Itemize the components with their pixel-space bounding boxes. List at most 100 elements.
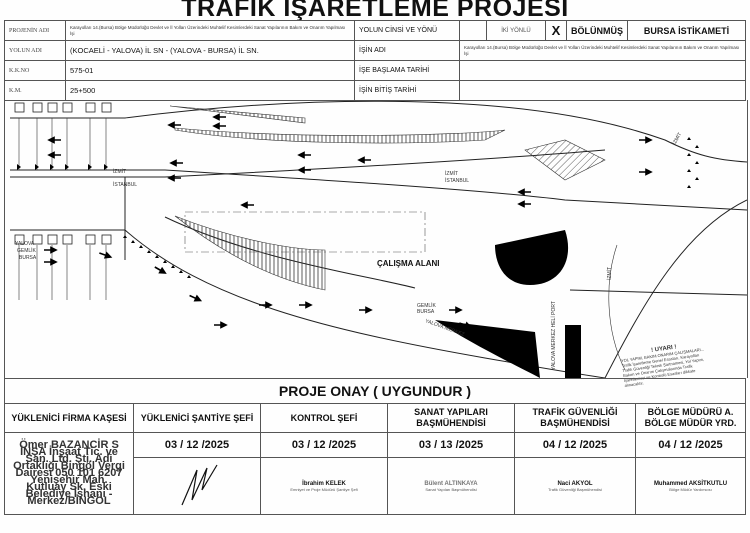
arrow-shape [639,136,653,144]
signature-regional-director: Muhammed AKSİTKUTLU Bölge Müdür Yardımcı… [635,457,746,515]
arrow-shape [517,200,531,208]
cone-icon [147,250,151,253]
road-name: (KOCAELİ - YALOVA) İL SN - (YALOVA - BUR… [65,40,355,61]
arrow-shape [167,121,181,129]
direction-arrow-icon [212,122,226,130]
header-contractor-stamp: YÜKLENİCİ FİRMA KAŞESİ [4,403,134,433]
date-1: 03 / 12 /2025 [133,432,261,458]
hatched-gore-right [524,139,606,181]
island-area [435,320,540,378]
label-yalova: YALOVA [15,241,35,247]
direction-arrow-icon [44,246,58,254]
cone-icon [687,137,691,140]
flag-marker-icon [65,164,69,170]
hatched-taper-bottom [174,215,326,291]
direction-arrow-icon [297,151,311,159]
closed-gore-area [495,230,569,285]
approval-title: PROJE ONAY ( UYGUNDUR ) [4,378,746,404]
flag-marker-icon [35,164,39,170]
direction-arrow-icon [299,301,313,309]
direction-arrow-icon [357,156,371,164]
arrow-shape [47,151,61,159]
label-gemlik: GEMLİK [17,247,37,254]
project-name: Karayolları 14.(Bursa) Bölge Müdürlüğü D… [65,20,355,41]
road-name-label: YOLUN ADI [4,40,66,61]
arrow-shape [212,122,226,130]
traffic-sign-columns [14,102,112,300]
sign-icon [62,234,73,245]
sign-icon [85,102,96,113]
divided-option: BÖLÜNMÜŞ [566,20,628,41]
direction-arrow-icon [214,321,228,329]
cone-icon [123,235,127,238]
label-izmit-2: İZMİT [445,170,458,177]
direction-arrow-icon [154,266,167,274]
work-name-label: İŞİN ADI [354,40,460,61]
arrow-shape [517,188,531,196]
arrow-shape [44,246,58,254]
arrow-shape [357,156,371,164]
direction-arrow-icon [44,258,58,266]
arrow-shape [449,306,463,314]
sign-icon [14,234,25,245]
header-regional-director: BÖLGE MÜDÜRÜ A. BÖLGE MÜDÜR YRD. [635,403,746,433]
sign-icon [85,234,96,245]
date-2: 03 / 12 /2025 [260,432,388,458]
date-4: 04 / 12 /2025 [514,432,636,458]
cone-icon [171,265,175,268]
header-site-chief: YÜKLENİCİ ŞANTİYE ŞEFİ [133,403,261,433]
label-istanbul-2: İSTANBUL [445,177,469,184]
traffic-cones [123,137,699,278]
arrow-shape [169,159,183,167]
label-izmit-3: İZMİT [671,131,684,146]
work-zone-lanes [184,211,426,253]
end-date-label: İŞİN BİTİŞ TARİHİ [354,80,460,101]
flag-marker-icon [17,164,21,170]
label-heliport: YALOVA MERKEZ HELİ PORT [550,301,557,370]
cone-icon [131,240,135,243]
cone-icon [695,145,699,148]
heliport-island [565,325,581,378]
direction-arrow-icon [359,306,373,314]
direction-arrow-icon [517,200,531,208]
header-control-chief: KONTROL ŞEFİ [260,403,388,433]
arrow-shape [459,321,473,329]
flag-marker-icon [88,164,92,170]
direction-arrow-icon [459,321,473,329]
label-bursa: BURSA [19,255,37,261]
direction-arrow-icon [240,201,254,209]
direction-arrow-icon [639,168,653,176]
direction-arrow-icon [169,159,183,167]
date-3: 03 / 13 /2025 [387,432,515,458]
direction-arrow-icon [189,294,203,302]
cone-icon [187,275,191,278]
signature-control-chief: İbrahim KELEK Emniyet ve Proje Müdürü Şa… [260,457,388,515]
direction-arrow-icon [517,188,531,196]
cone-icon [163,260,167,263]
sign-icon [32,234,43,245]
arrow-shape [167,174,181,182]
km: 25+500 [65,80,355,101]
header-structures-engineer: SANAT YAPILARI BAŞMÜHENDİSİ [387,403,515,433]
direction-arrow-icon [259,301,273,309]
sign-icon [14,102,25,113]
direction: BURSA İSTİKAMETİ [627,20,746,41]
direction-arrow-icon [167,121,181,129]
direction-arrow-icon [449,306,463,314]
arrow-shape [99,251,113,259]
document-title: TRAFİK İŞARETLEME PROJESİ [181,0,569,22]
kk-no: 575-01 [65,60,355,81]
arrow-shape [639,168,653,176]
road-diagram: İZMİT İSTANBUL İZMİT İSTANBUL YALOVA GEM… [10,100,748,379]
kk-no-label: K.K.NO [4,60,66,81]
header-traffic-engineer: TRAFİK GÜVENLİĞİ BAŞMÜHENDİSİ [514,403,636,433]
sign-icon [62,102,73,113]
direction-arrow-icon [47,151,61,159]
cone-icon [695,161,699,164]
km-label: K.M. [4,80,66,101]
cone-icon [695,177,699,180]
direction-arrow-icon [47,136,61,144]
arrow-shape [297,166,311,174]
label-gemlik-2: GEMLİK [417,302,437,309]
